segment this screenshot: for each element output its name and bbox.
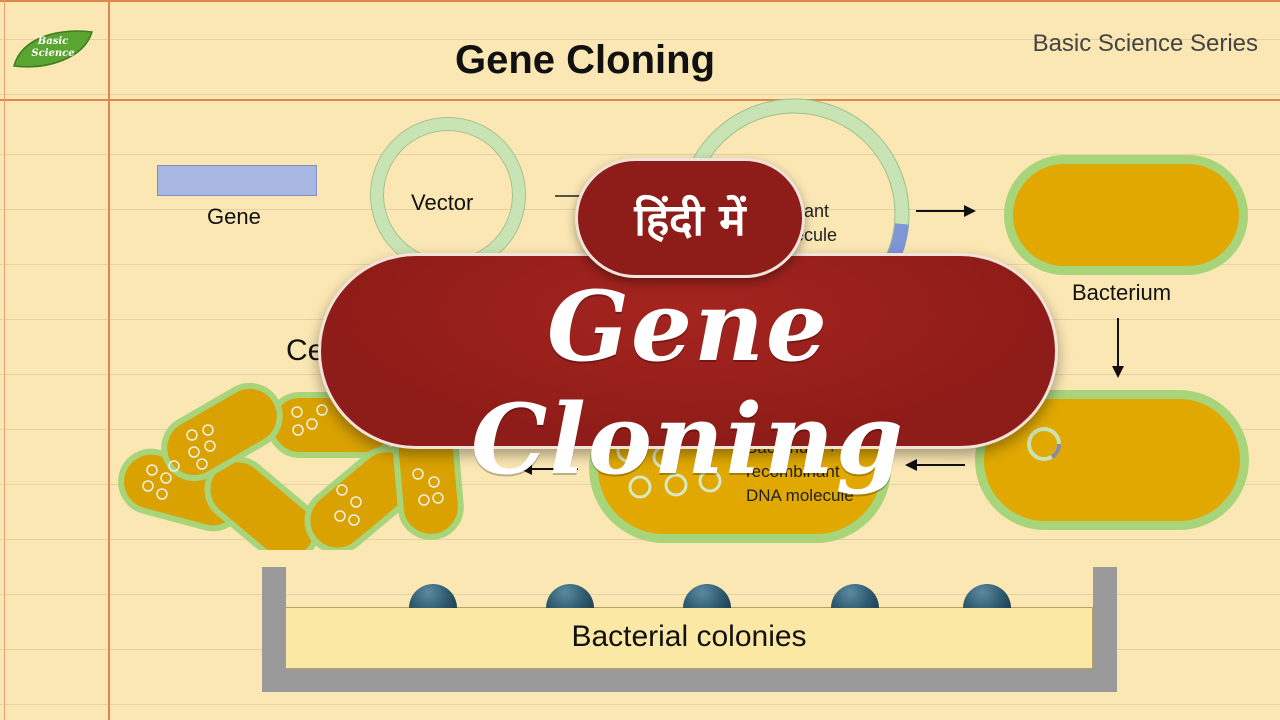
banner-title: Gene Cloning [470,270,906,496]
bacterium-label: Bacterium [1072,280,1172,305]
arrow-left-icon [905,459,965,471]
top-margin-line [0,0,1280,2]
dish-label: Bacterial colonies [571,620,807,653]
hindi-badge: हिंदी में [575,158,805,278]
header-margin-line [0,99,1280,101]
bacteria-cluster [112,370,482,550]
dish-agar [285,607,1093,669]
logo-line-1: Basic [37,36,69,47]
page-title: Gene Cloning [455,38,715,82]
logo-text: Basic Science [12,28,94,68]
series-label: Basic Science Series [1032,30,1258,57]
left-margin-line [108,0,110,720]
arrow-down-icon [1112,318,1124,378]
left-edge-line [4,0,5,720]
basic-science-logo: Basic Science [12,28,94,68]
gene-segment [157,165,317,196]
dish-base [262,669,1117,692]
bacterium-top [1004,155,1248,275]
logo-line-2: Science [31,48,75,59]
bacterium-plus-line3: DNA molecule [746,486,854,505]
vector-label: Vector [411,190,474,215]
plasmid-small [1027,427,1061,461]
bacterium-plus-line2: recombinant [746,462,840,481]
arrow-left-icon-2 [520,463,578,475]
gene-label: Gene [207,204,261,229]
arrow-right-icon [916,205,976,217]
leaf-icon [13,30,93,68]
